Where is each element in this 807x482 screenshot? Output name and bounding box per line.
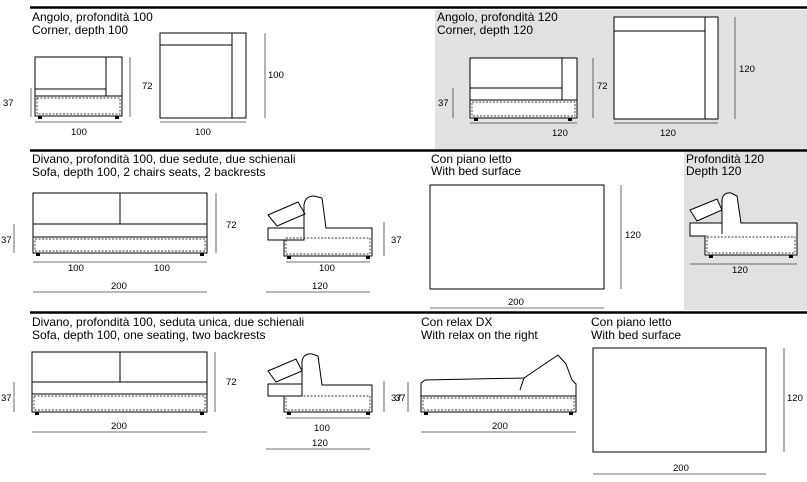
dim-bed-depth: 120 bbox=[625, 230, 641, 241]
dim-bed-width: 200 bbox=[508, 297, 524, 308]
dim-total-width: 200 bbox=[111, 421, 127, 432]
sofa-two-seats-side-view bbox=[267, 195, 373, 259]
dim-plan-depth: 100 bbox=[268, 70, 284, 81]
panel-title-it: Divano, profondità 100, seduta unica, du… bbox=[32, 315, 304, 329]
dim-back-height: 72 bbox=[226, 220, 237, 231]
dim-side-depth-open: 120 bbox=[312, 281, 328, 292]
dim-bed-depth: 120 bbox=[787, 393, 803, 404]
dim-bed-width: 200 bbox=[673, 463, 689, 474]
panel-title-en: Sofa, depth 100, one seating, two backre… bbox=[32, 328, 265, 342]
dim-plan-width: 120 bbox=[660, 128, 676, 139]
dim-plan-width: 100 bbox=[195, 127, 211, 138]
dim-relax-width: 200 bbox=[492, 421, 508, 432]
panel-title-en: Corner, depth 120 bbox=[437, 23, 533, 37]
panel-title-it: Angolo, profondità 120 bbox=[437, 10, 558, 24]
panel-title-it: Divano, profondità 100, due sedute, due … bbox=[32, 152, 296, 166]
dim-front-width: 120 bbox=[552, 128, 568, 139]
dim-side-depth-open: 120 bbox=[312, 438, 328, 449]
dim-side-depth: 100 bbox=[314, 423, 330, 434]
relax-side-view bbox=[420, 354, 577, 415]
dim-seat-b: 100 bbox=[154, 263, 170, 274]
dim-back-height: 72 bbox=[226, 377, 237, 388]
depth-120-side-view bbox=[689, 192, 798, 258]
dim-back-height: 72 bbox=[597, 81, 608, 92]
dim-seat-height: 37 bbox=[1, 393, 12, 404]
panel-title-it: Profondità 120 bbox=[686, 152, 764, 166]
panel-title-en: With relax on the right bbox=[421, 328, 538, 342]
panel-relax-right: Con relax DX With relax on the right 37 … bbox=[395, 315, 577, 433]
corner-120-plan-view bbox=[613, 16, 719, 120]
corner-100-plan-view bbox=[159, 32, 247, 119]
panel-corner-100: Angolo, profondità 100 Corner, depth 100… bbox=[3, 10, 284, 138]
dim-relax-height: 37 bbox=[395, 393, 406, 404]
sofa-one-seating-side-view bbox=[267, 353, 373, 415]
bed-plan-outline bbox=[429, 184, 605, 290]
corner-120-front-view bbox=[469, 57, 578, 121]
bed-plan-outline bbox=[592, 347, 767, 453]
dim-seat-a: 100 bbox=[68, 263, 84, 274]
dim-side-height: 37 bbox=[391, 393, 402, 404]
dim-plan-depth: 120 bbox=[739, 64, 755, 75]
panel-bed-surface: Con piano letto With bed surface 120 200 bbox=[429, 152, 641, 309]
panel-title-en: Corner, depth 100 bbox=[32, 23, 128, 37]
panel-title-it: Con piano letto bbox=[431, 152, 512, 166]
dim-seat-height: 37 bbox=[3, 98, 14, 109]
panel-bed-surface-2: Con piano letto With bed surface 120 200 bbox=[591, 315, 803, 475]
panel-sofa-one-seating: Divano, profondità 100, seduta unica, du… bbox=[1, 315, 402, 450]
dim-side-height: 37 bbox=[391, 235, 402, 246]
dim-front-width: 100 bbox=[71, 127, 87, 138]
panel-title-it: Con piano letto bbox=[591, 315, 672, 329]
dim-seat-height: 37 bbox=[438, 98, 449, 109]
panel-title-it: Con relax DX bbox=[421, 315, 492, 329]
panel-title-en: With bed surface bbox=[431, 164, 521, 178]
panel-corner-120: Angolo, profondità 120 Corner, depth 120… bbox=[437, 10, 755, 139]
panel-sofa-two-seats: Divano, profondità 100, due sedute, due … bbox=[1, 152, 402, 293]
dim-depth: 120 bbox=[732, 265, 748, 276]
panel-depth-120: Profondità 120 Depth 120 120 bbox=[686, 152, 798, 276]
dim-side-depth: 100 bbox=[319, 263, 335, 274]
panel-title-en: Sofa, depth 100, 2 chairs seats, 2 backr… bbox=[32, 165, 265, 179]
panel-title-en: With bed surface bbox=[591, 328, 681, 342]
dim-seat-height: 37 bbox=[1, 235, 12, 246]
sofa-two-seats-front-view bbox=[32, 192, 208, 256]
sofa-one-seating-front-view bbox=[31, 351, 208, 415]
panel-title-en: Depth 120 bbox=[686, 164, 742, 178]
corner-100-front-view bbox=[34, 56, 123, 119]
dim-back-height: 72 bbox=[142, 81, 153, 92]
panel-title-it: Angolo, profondità 100 bbox=[32, 10, 153, 24]
dim-total-width: 200 bbox=[111, 281, 127, 292]
